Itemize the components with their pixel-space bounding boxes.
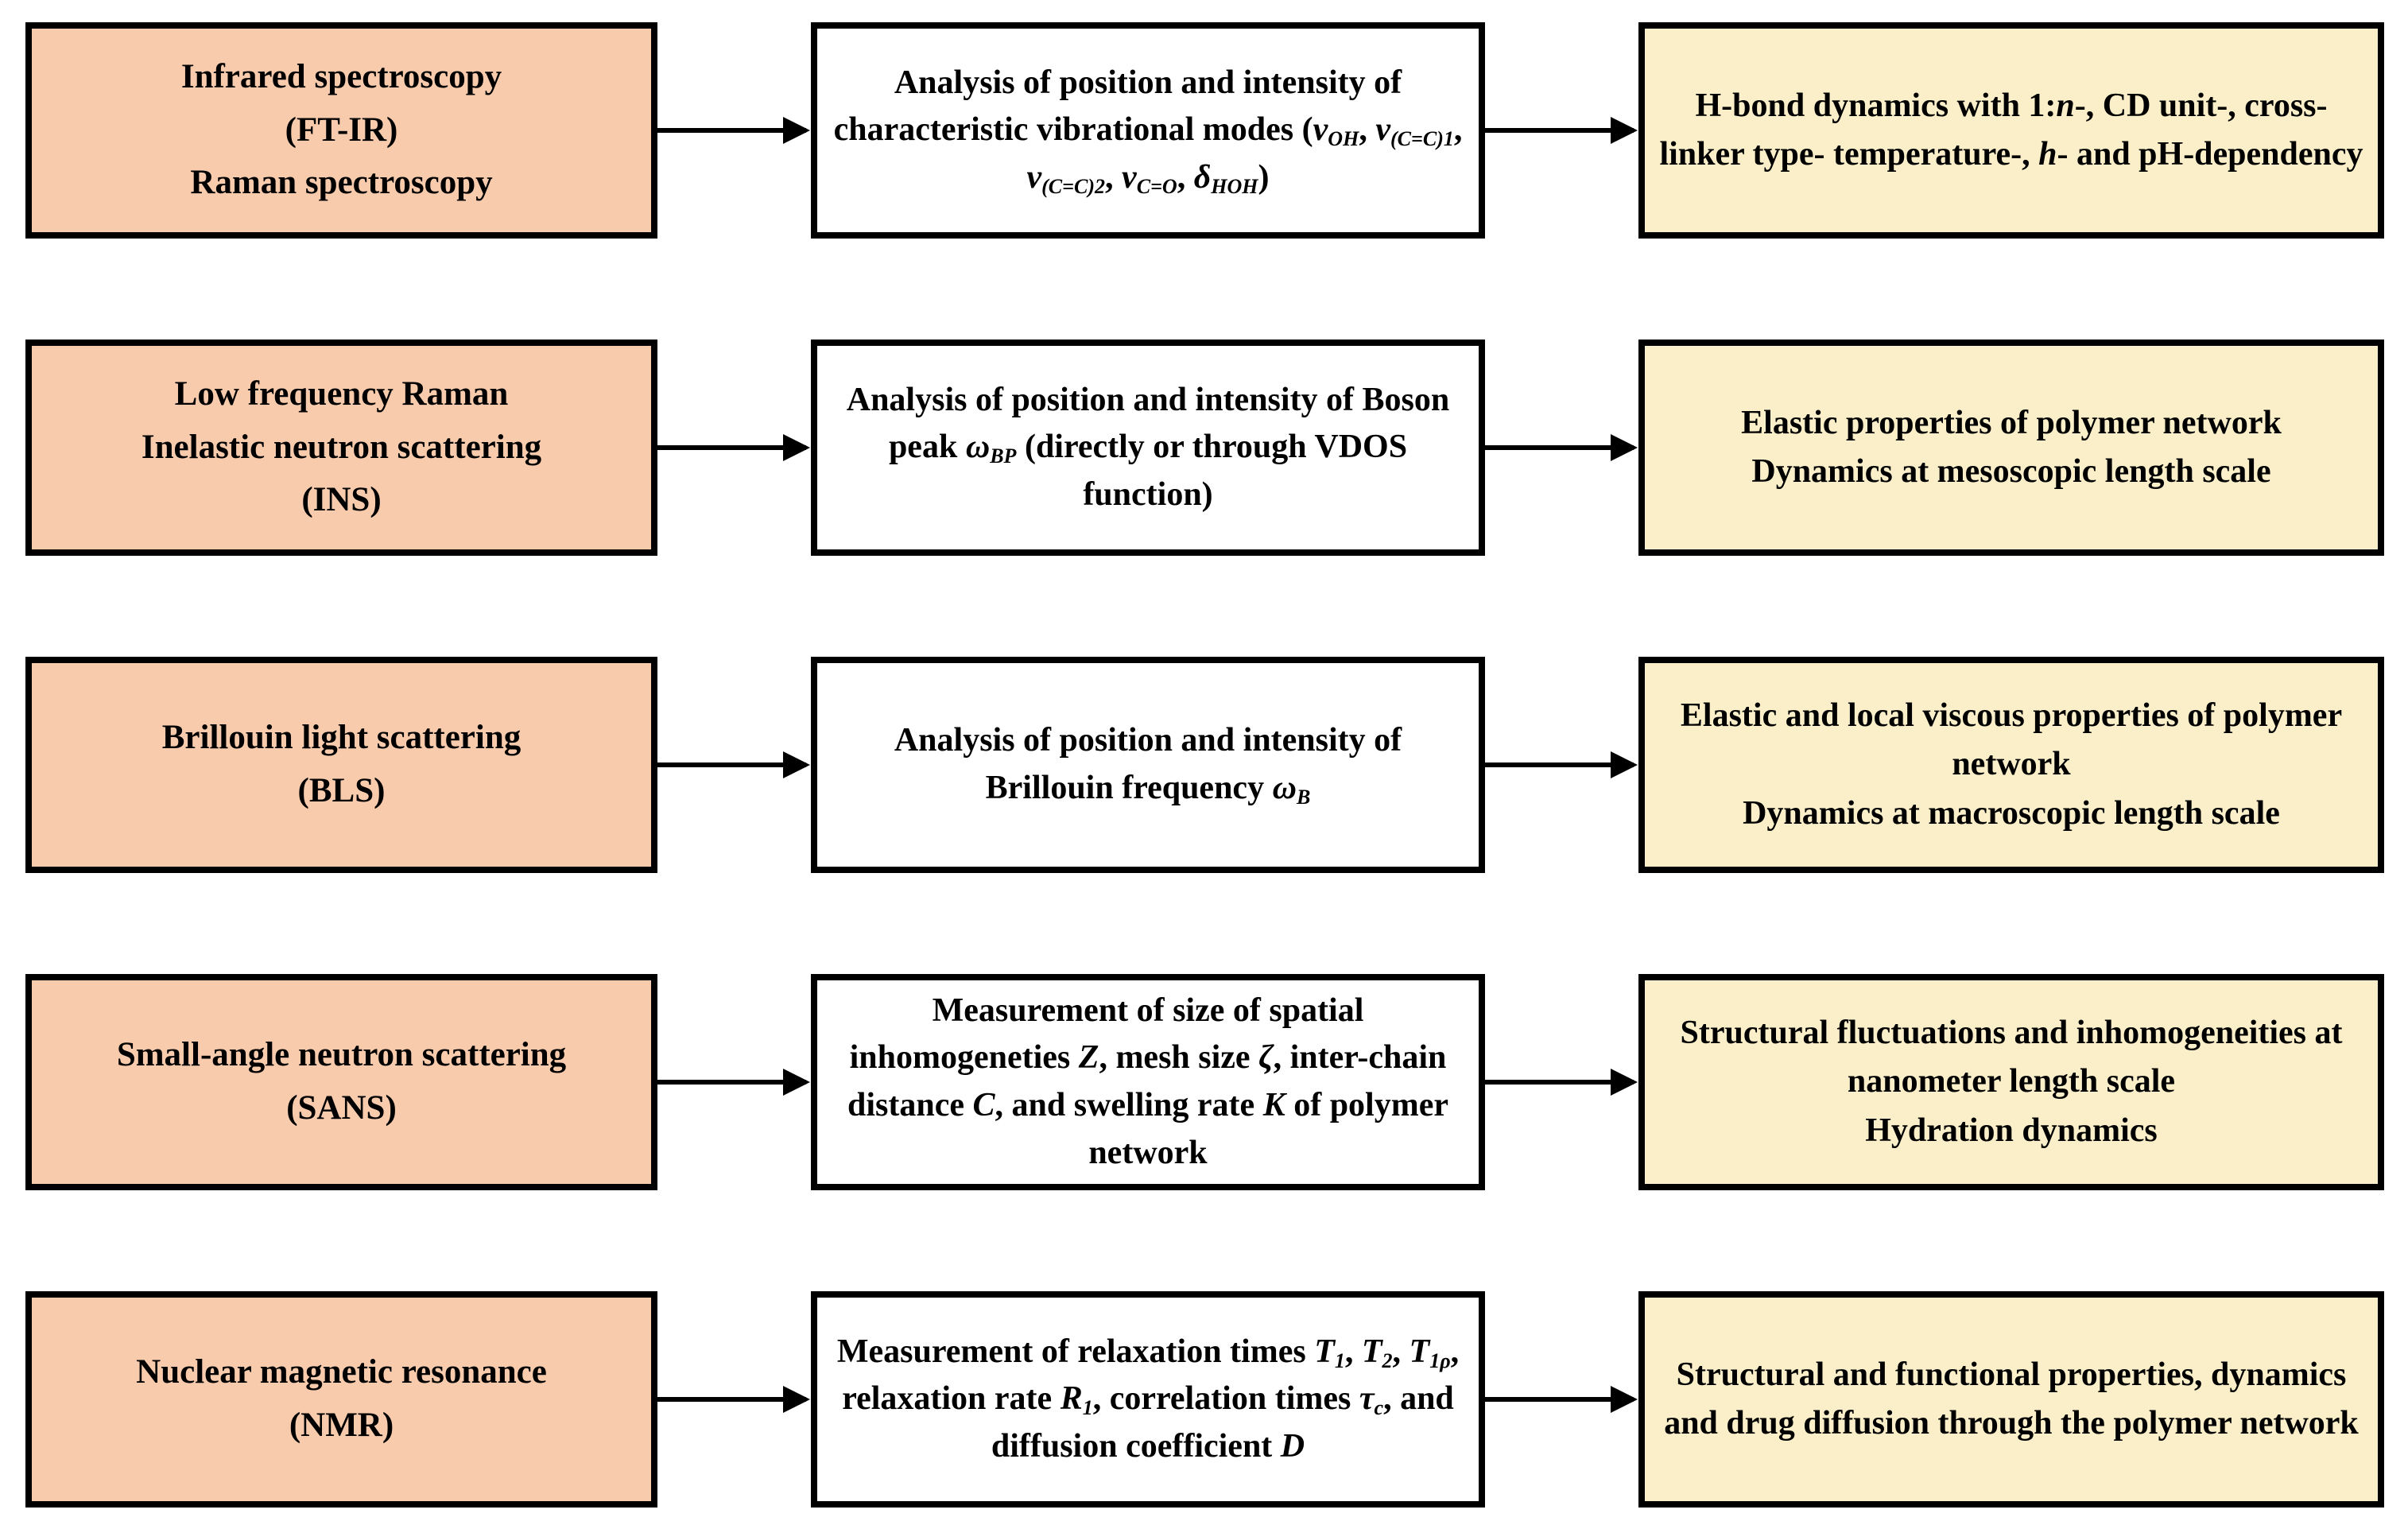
outcome-line: Structural and functional properties, dy… [1664, 1356, 2359, 1442]
arrow-method-to-analysis [657, 762, 806, 767]
method-line: (NMR) [289, 1407, 394, 1444]
analysis-line: Analysis of position and intensity of ch… [833, 64, 1463, 199]
arrow-method-to-analysis [657, 445, 806, 450]
analysis-box: Analysis of position and intensity of Bo… [811, 340, 1485, 556]
method-line: Raman spectroscopy [190, 164, 493, 202]
analysis-line: Analysis of position and intensity of Bo… [846, 381, 1450, 513]
method-box: Small-angle neutron scattering (SANS) [25, 974, 657, 1190]
outcome-box: Elastic properties of polymer network Dy… [1638, 340, 2384, 556]
method-line: (FT-IR) [285, 111, 398, 149]
analysis-line: Analysis of position and intensity of Br… [894, 722, 1402, 809]
method-line: (SANS) [286, 1089, 397, 1127]
outcome-line: H-bond dynamics with 1:n-, CD unit-, cro… [1659, 87, 2363, 173]
method-line: Inelastic neutron scattering [141, 428, 542, 466]
outcome-line: Dynamics at mesoscopic length scale [1751, 453, 2271, 490]
method-box: Brillouin light scattering (BLS) [25, 657, 657, 873]
outcome-box: Structural and functional properties, dy… [1638, 1291, 2384, 1508]
method-box: Infrared spectroscopy (FT-IR) Raman spec… [25, 22, 657, 239]
arrow-analysis-to-outcome [1485, 128, 1634, 133]
arrow-method-to-analysis [657, 128, 806, 133]
outcome-line: Hydration dynamics [1865, 1112, 2158, 1149]
diagram-row-nmr: Nuclear magnetic resonance (NMR) Measure… [25, 1291, 2384, 1508]
arrow-analysis-to-outcome [1485, 445, 1634, 450]
analysis-line: Measurement of size of spatial inhomogen… [847, 991, 1448, 1171]
method-line: Infrared spectroscopy [180, 58, 502, 96]
method-line: Small-angle neutron scattering [116, 1036, 567, 1074]
diagram-row-ins: Low frequency Raman Inelastic neutron sc… [25, 340, 2384, 556]
outcome-box: Elastic and local viscous properties of … [1638, 657, 2384, 873]
method-box: Nuclear magnetic resonance (NMR) [25, 1291, 657, 1508]
analysis-box: Measurement of size of spatial inhomogen… [811, 974, 1485, 1190]
outcome-box: Structural fluctuations and inhomogeneit… [1638, 974, 2384, 1190]
analysis-line: Measurement of relaxation times T1, T2, … [836, 1333, 1460, 1465]
arrow-analysis-to-outcome [1485, 762, 1634, 767]
method-line: (INS) [301, 481, 382, 519]
outcome-line: Dynamics at macroscopic length scale [1743, 794, 2280, 832]
diagram-row-ftir-raman: Infrared spectroscopy (FT-IR) Raman spec… [25, 22, 2384, 239]
method-box: Low frequency Raman Inelastic neutron sc… [25, 340, 657, 556]
diagram-row-bls: Brillouin light scattering (BLS) Analysi… [25, 657, 2384, 873]
outcome-box: H-bond dynamics with 1:n-, CD unit-, cro… [1638, 22, 2384, 239]
diagram-row-sans: Small-angle neutron scattering (SANS) Me… [25, 974, 2384, 1190]
outcome-line: Structural fluctuations and inhomogeneit… [1680, 1015, 2343, 1100]
analysis-box: Analysis of position and intensity of Br… [811, 657, 1485, 873]
arrow-method-to-analysis [657, 1080, 806, 1085]
method-line: Nuclear magnetic resonance [136, 1353, 547, 1391]
method-line: Low frequency Raman [174, 375, 509, 413]
outcome-line: Elastic properties of polymer network [1741, 404, 2282, 441]
method-line: (BLS) [297, 772, 386, 809]
analysis-box: Measurement of relaxation times T1, T2, … [811, 1291, 1485, 1508]
arrow-analysis-to-outcome [1485, 1397, 1634, 1402]
analysis-box: Analysis of position and intensity of ch… [811, 22, 1485, 239]
arrow-analysis-to-outcome [1485, 1080, 1634, 1085]
outcome-line: Elastic and local viscous properties of … [1680, 697, 2343, 783]
method-line: Brillouin light scattering [161, 719, 522, 757]
arrow-method-to-analysis [657, 1397, 806, 1402]
